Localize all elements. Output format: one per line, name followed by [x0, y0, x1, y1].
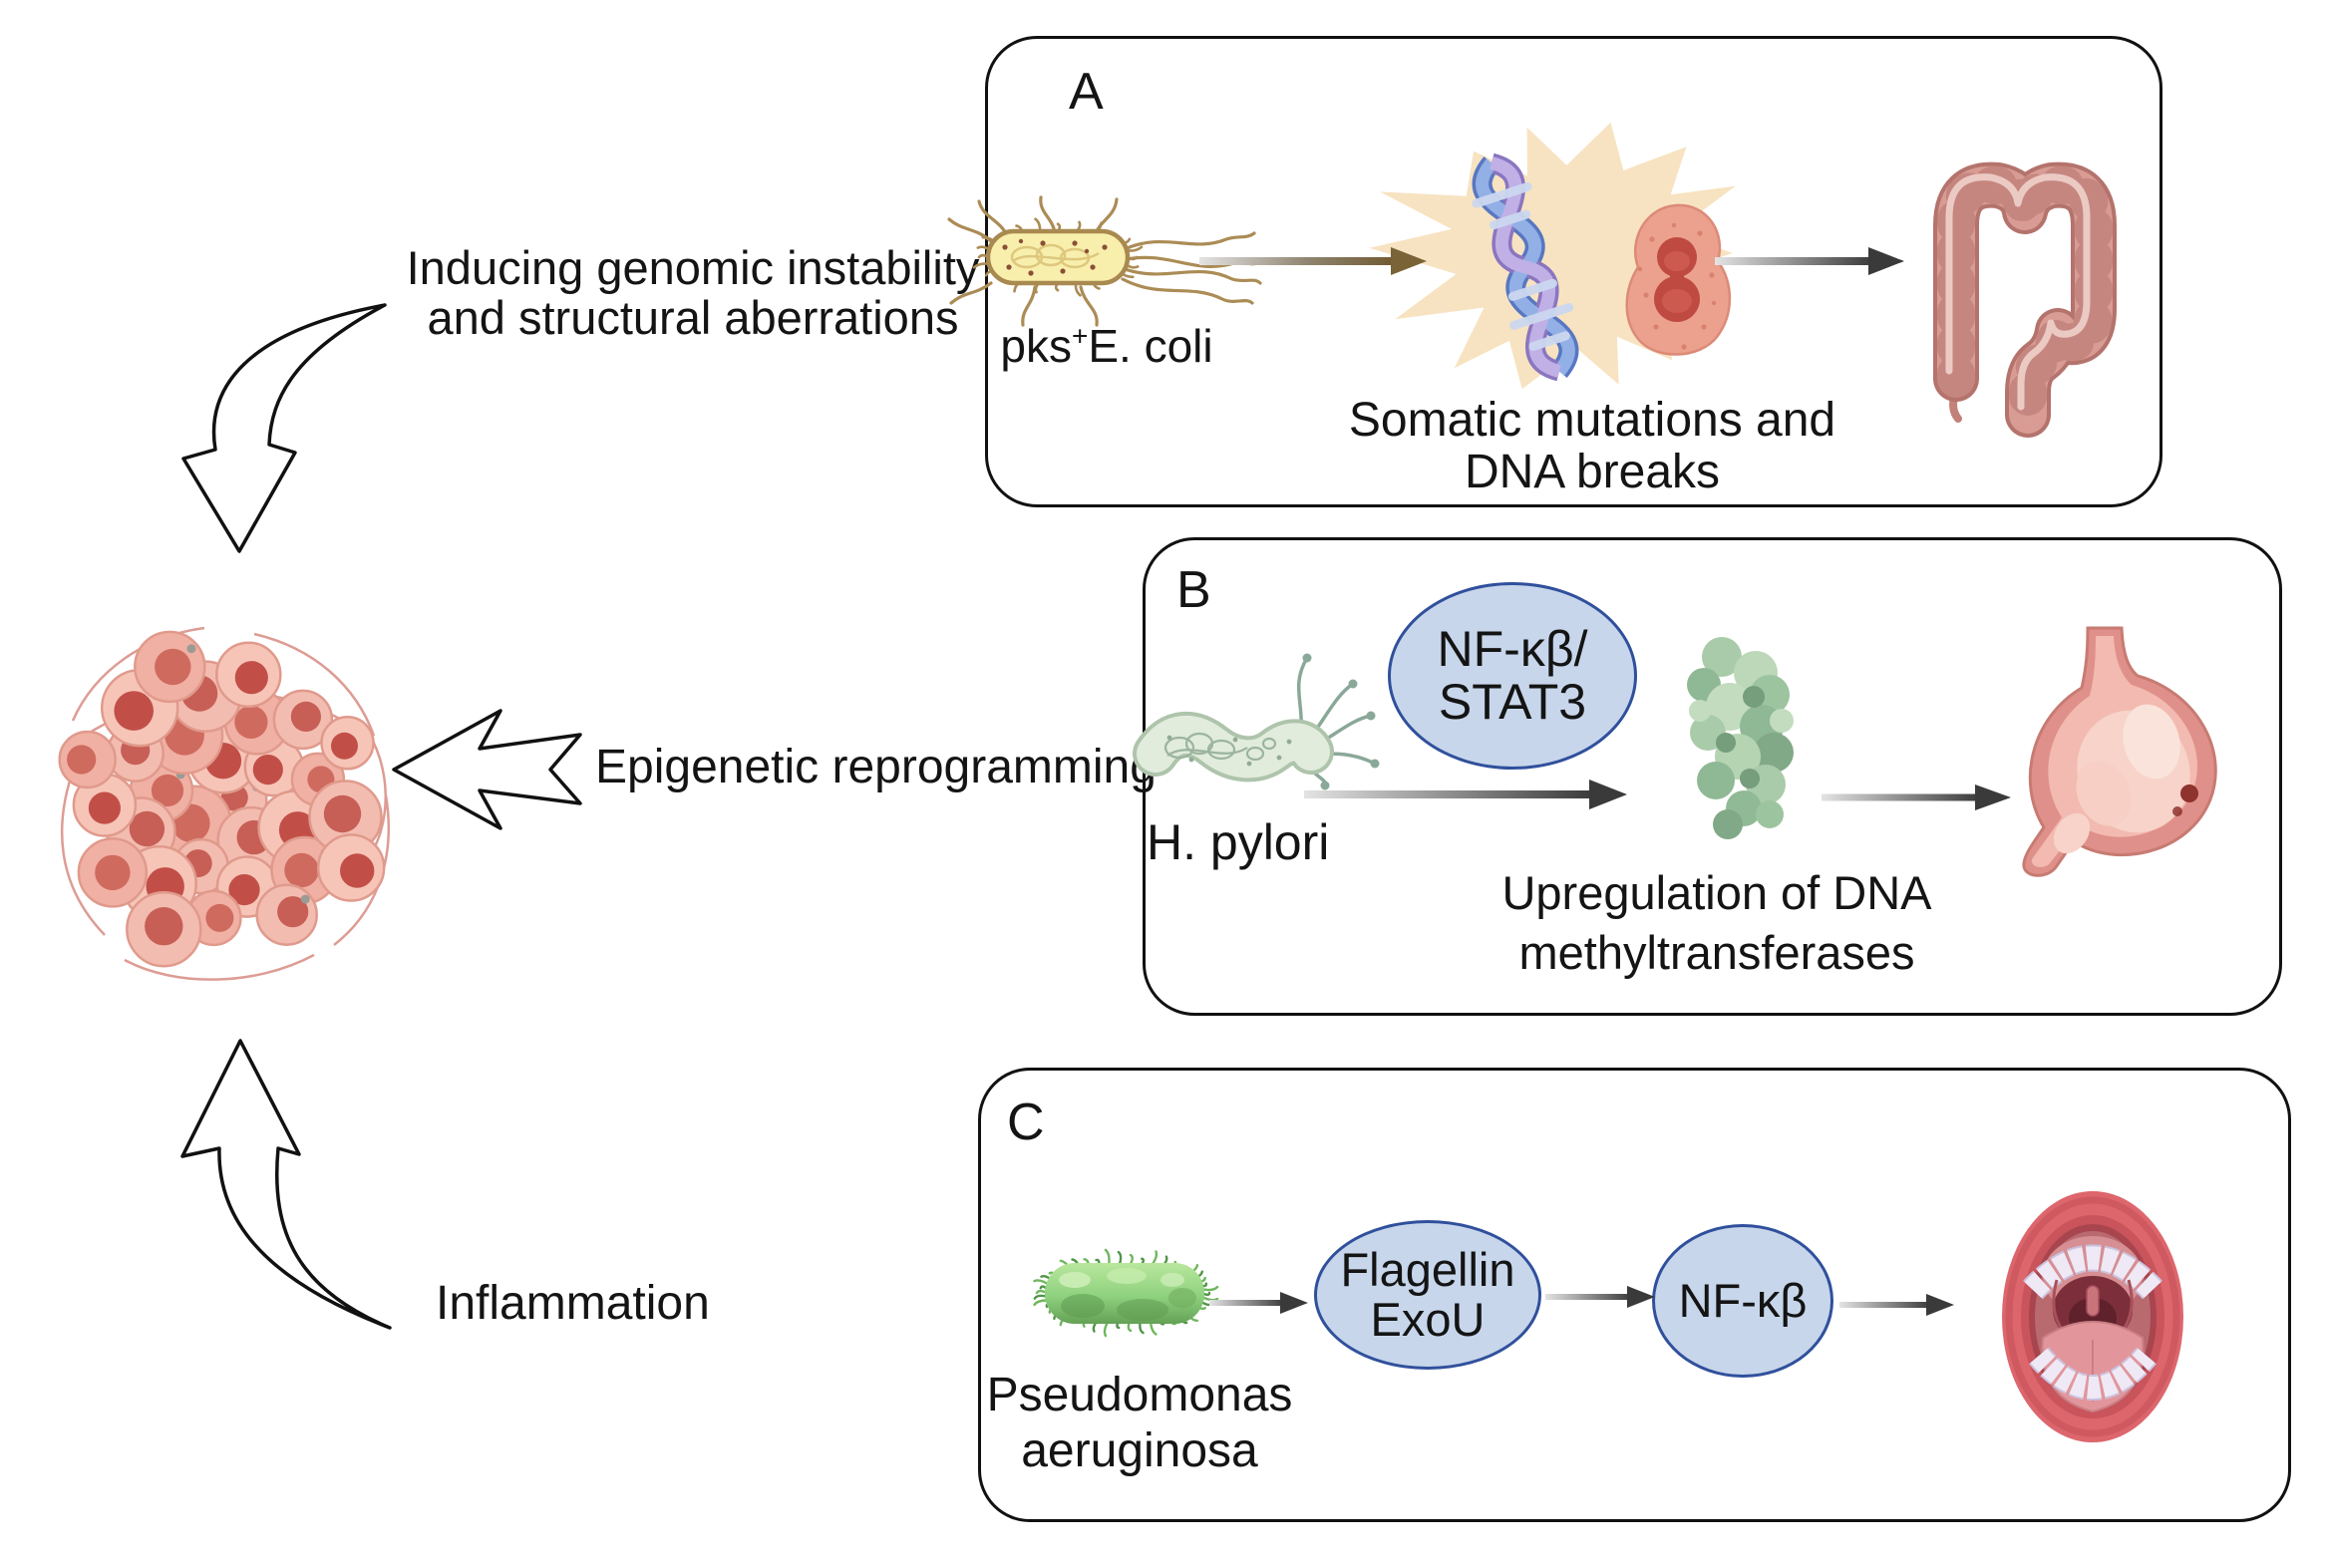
panel-a-caption-line2: DNA breaks [1464, 446, 1721, 498]
panel-b-caption-line1: Upregulation of DNA [1501, 866, 1932, 919]
cell-dividing-nucleus [1654, 237, 1700, 322]
pseudomonas-texture [1059, 1268, 1196, 1321]
lower-teeth [2030, 1348, 2156, 1399]
stomach-rugae [2053, 704, 2190, 854]
ecoli-label-species: E. coli [1088, 320, 1213, 372]
flagellin-exou-line2: ExoU [1370, 1293, 1486, 1346]
panel-b-label: B [1176, 561, 1211, 619]
curved-arrow-up-icon [180, 1039, 392, 1330]
block-arrow-left-icon [392, 709, 582, 830]
nfkb-node: NF-κβ [1652, 1224, 1833, 1378]
panel-a-label: A [1069, 63, 1104, 121]
panel-b-caption: Upregulation of DNA methyltransferases [1468, 863, 1966, 983]
panel-c-arrow-1-icon [1209, 1292, 1308, 1314]
ecoli-label: pks+E. coli [957, 319, 1256, 373]
cell-speckles [1637, 222, 1717, 350]
dna-helix-icon [1472, 153, 1579, 382]
pseudomonas-label: Pseudomonas aeruginosa [940, 1368, 1339, 1479]
lip-crease [2005, 1196, 2180, 1437]
hpylori-coils [1163, 732, 1277, 762]
stomach-icon [2022, 626, 2217, 877]
upper-teeth [2024, 1246, 2161, 1299]
ecoli-plasmid-coils [1010, 243, 1100, 269]
hpylori-flagella-tips [1302, 653, 1380, 790]
panel-b-arrow-1-icon [1304, 780, 1627, 809]
nfkb-stat3-node: NF-κβ/ STAT3 [1388, 582, 1637, 770]
stomach-lesion-spots [2172, 784, 2198, 816]
ecoli-bacterium-icon [947, 195, 1262, 327]
hpylori-dots [1166, 735, 1292, 767]
panel-b-caption-line2: methyltransferases [1518, 926, 1915, 979]
ecoli-granules [1002, 238, 1108, 276]
large-intestine-icon [1933, 161, 2117, 438]
panel-a-arrow-1-icon [1199, 247, 1427, 275]
panel-a-caption: Somatic mutations and DNA breaks [1343, 395, 1841, 498]
genomic-instability-text: Inducing genomic instability and structu… [394, 243, 992, 343]
nfkb-stat3-line1: NF-κβ/ [1437, 621, 1588, 677]
ecoli-label-base: pks [1000, 320, 1072, 372]
uvula [2086, 1285, 2100, 1317]
nfkb-node-label: NF-κβ [1678, 1274, 1808, 1328]
genomic-instability-line2: and structural aberrations [427, 291, 959, 344]
hpylori-bacterium-icon [1133, 653, 1380, 790]
epigenetic-text: Epigenetic reprogramming [595, 741, 1157, 793]
flagellin-exou-node: Flagellin ExoU [1314, 1220, 1541, 1370]
hpylori-label: H. pylori [1147, 814, 1330, 870]
open-mouth-icon [2002, 1191, 2183, 1442]
nfkb-stat3-line2: STAT3 [1438, 674, 1587, 730]
pseudomonas-label-line1: Pseudomonas [986, 1369, 1293, 1421]
hpylori-body [1137, 715, 1330, 779]
pseudomonas-label-line2: aeruginosa [1021, 1424, 1258, 1477]
inflammation-text: Inflammation [436, 1277, 710, 1330]
panel-c-label: C [1007, 1094, 1045, 1151]
dividing-cell-icon [1625, 203, 1732, 356]
panel-c-arrow-3-icon [1839, 1294, 1954, 1316]
ecoli-flagella [947, 195, 1262, 327]
tumor-cells [58, 630, 386, 968]
ecoli-label-sup: + [1071, 320, 1089, 352]
panel-a-caption-line1: Somatic mutations and [1348, 394, 1836, 447]
panel-a-arrow-2-icon [1715, 247, 1904, 275]
tumor-cell-cluster-icon [58, 626, 390, 981]
curved-arrow-down-icon [181, 303, 387, 553]
panel-c-arrow-2-icon [1545, 1286, 1655, 1308]
protein-blob [1687, 637, 1794, 839]
panel-b-arrow-2-icon [1822, 784, 2011, 810]
dna-helix [1472, 153, 1579, 382]
flagellin-exou-line1: Flagellin [1340, 1243, 1515, 1297]
colon-tube [1933, 161, 2117, 438]
methyltransferase-protein-icon [1687, 637, 1794, 839]
genomic-instability-line1: Inducing genomic instability [406, 241, 980, 294]
pseudomonas-bacterium-icon [1033, 1248, 1219, 1338]
